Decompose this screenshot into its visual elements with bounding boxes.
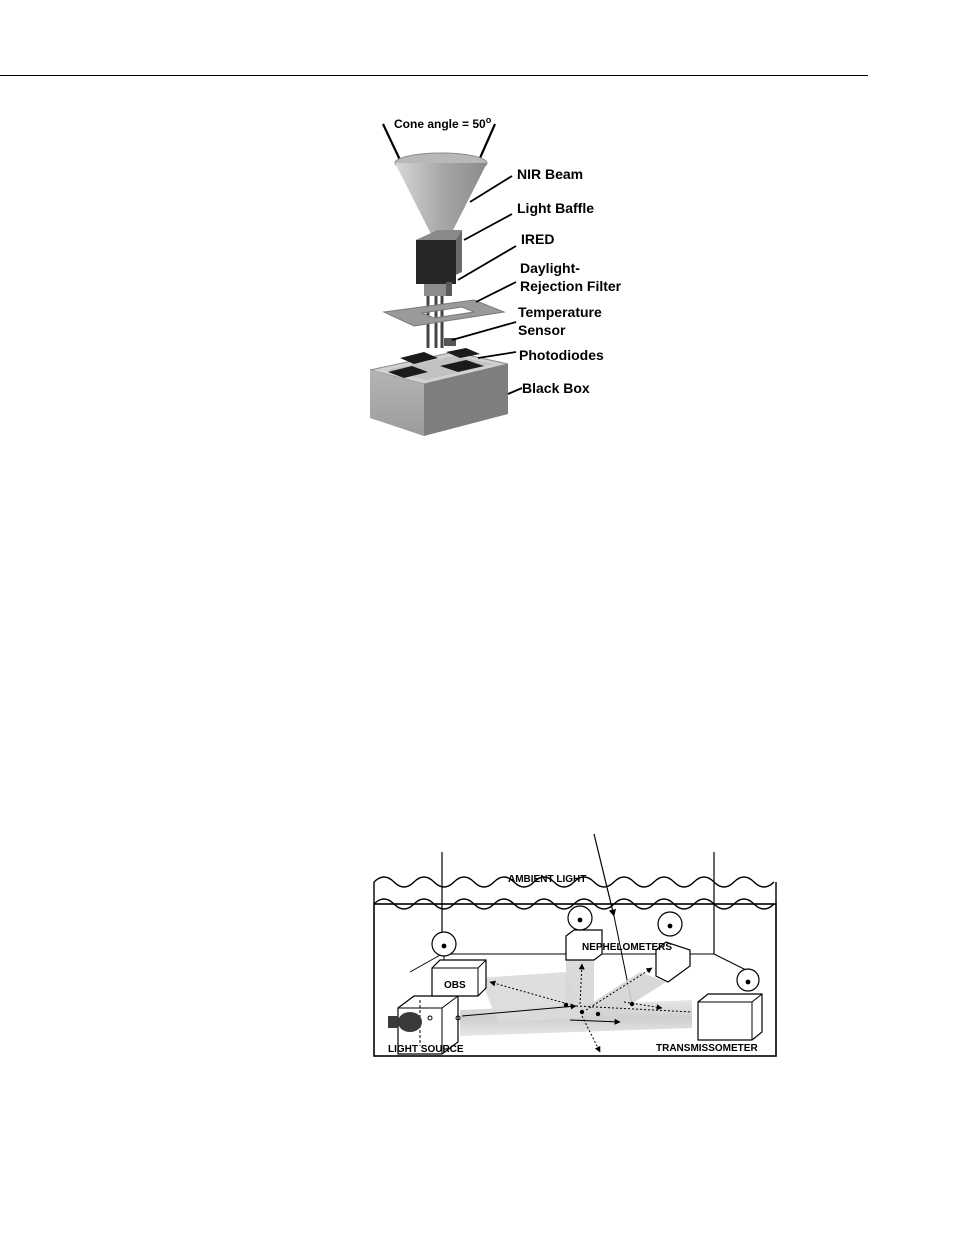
label-temperature-1: Temperature	[518, 304, 602, 320]
label-ambient-light: AMBIENT LIGHT	[508, 874, 586, 885]
label-light-baffle: Light Baffle	[517, 200, 594, 216]
sensor-exploded-diagram: Cone angle = 50o NIR Beam Light Baffle I…	[366, 112, 646, 442]
label-nephelometers: NEPHELOMETERS	[582, 942, 672, 953]
label-black-box: Black Box	[522, 380, 590, 396]
label-obs: OBS	[444, 980, 466, 991]
label-transmissometer: TRANSMISSOMETER	[656, 1043, 758, 1054]
label-daylight-1: Daylight-	[520, 260, 580, 276]
label-ired: IRED	[521, 231, 554, 247]
page-header-rule	[0, 75, 868, 76]
cone-angle-label: Cone angle = 50o	[394, 115, 492, 131]
label-light-source: LIGHT SOURCE	[388, 1044, 464, 1055]
light-bulb-icon	[398, 1012, 422, 1032]
label-temperature-2: Sensor	[518, 322, 566, 338]
label-photodiodes: Photodiodes	[519, 347, 604, 363]
scattering-scene-diagram: AMBIENT LIGHT LIGHT SOURCE OBS NEPHELOME…	[370, 832, 782, 1062]
label-daylight-2: Rejection Filter	[520, 278, 622, 294]
label-nir-beam: NIR Beam	[517, 166, 583, 182]
ired	[424, 284, 446, 296]
light-baffle	[416, 240, 456, 284]
